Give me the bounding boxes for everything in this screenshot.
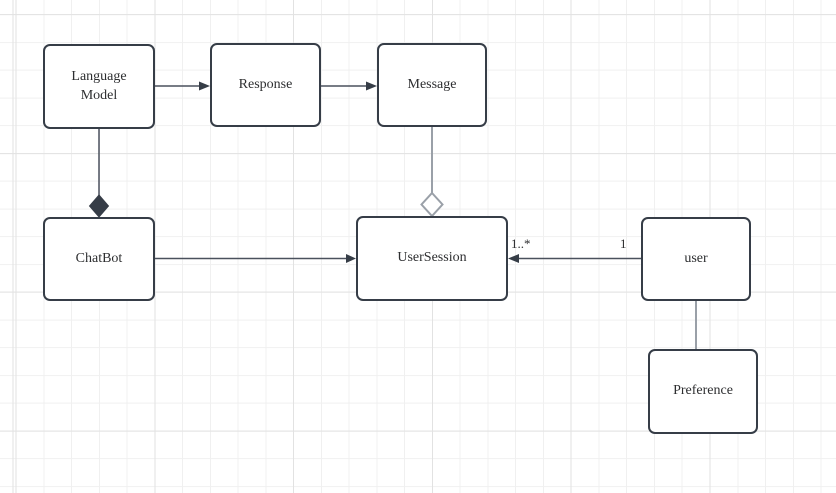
node-label: UserSession [397,250,467,266]
edge-user-usersession[interactable] [508,254,641,263]
edge-languagemodel-chatbot-composition[interactable] [88,129,110,218]
node-label: Language Model [71,68,127,103]
arrowhead-right-icon [199,81,210,91]
node-user[interactable]: user [641,217,751,301]
node-label: Message [407,76,457,92]
node-usersession[interactable]: UserSession [356,216,508,301]
node-chatbot[interactable]: ChatBot [43,217,155,301]
node-label: ChatBot [75,250,123,266]
node-label: user [684,250,708,266]
node-preference[interactable]: Preference [648,349,758,434]
multiplicity-label-usersession-side[interactable]: 1..* [511,236,531,251]
filled-diamond-icon [88,194,110,218]
node-response[interactable]: Response [210,43,321,127]
edge-languagemodel-response[interactable] [155,81,210,91]
hollow-diamond-icon [420,191,444,218]
arrowhead-right-icon [366,81,377,91]
arrowhead-left-icon [508,254,519,263]
arrowhead-right-icon [346,254,356,263]
node-language-model[interactable]: Language Model [43,44,155,129]
multiplicity-label-user-side[interactable]: 1 [620,236,627,251]
edge-message-usersession-aggregation[interactable] [420,127,444,218]
node-label: Preference [673,383,733,399]
edge-chatbot-usersession[interactable] [155,254,356,263]
edge-response-message[interactable] [321,81,377,91]
node-label: Response [238,76,293,92]
node-message[interactable]: Message [377,43,487,127]
